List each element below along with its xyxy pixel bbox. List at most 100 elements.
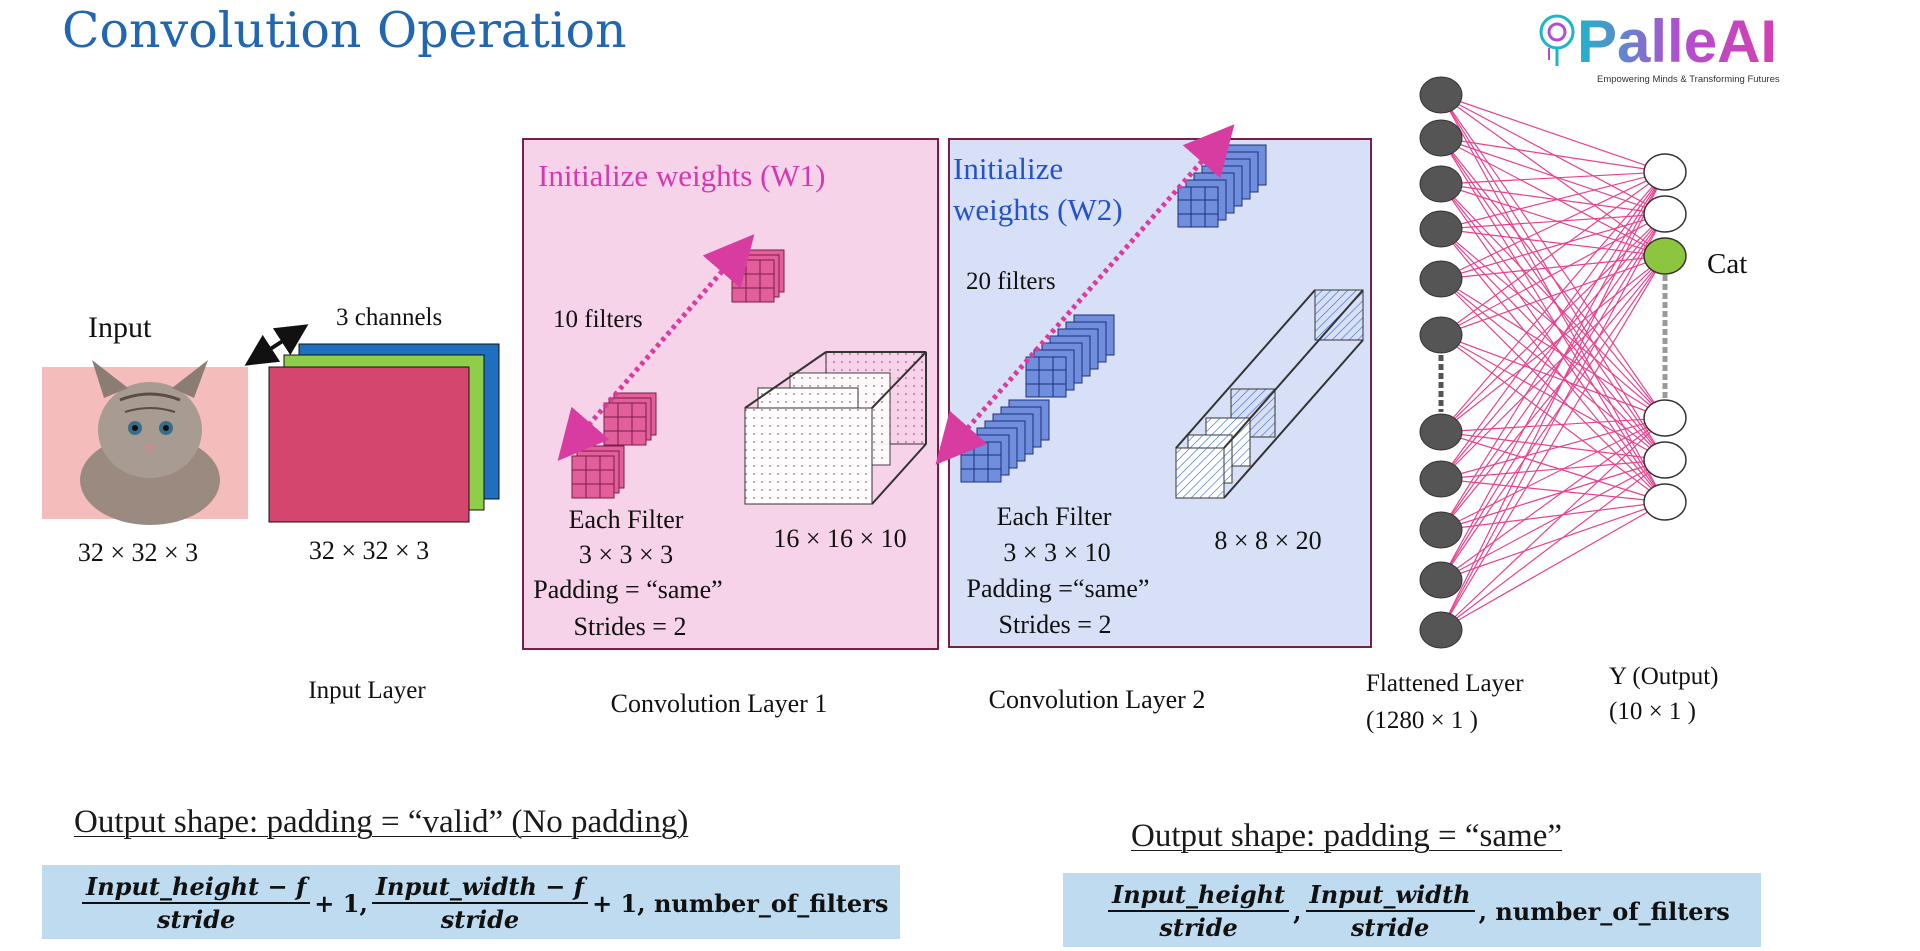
- conv2-weights-label: Initialize weights (W2): [953, 151, 1123, 227]
- connection-edge: [1440, 213, 1666, 531]
- conv1-filter-line-3: Padding = “same”: [533, 575, 723, 604]
- connection-edge: [1440, 278, 1666, 503]
- connection-edge: [1440, 171, 1666, 433]
- connection-edge: [1440, 255, 1666, 280]
- connection-edge: [1440, 171, 1666, 280]
- height-fraction: Input_height − f stride: [82, 872, 311, 934]
- connection-edge: [1440, 213, 1666, 336]
- pallea-logo: PalleAI Empowering Minds & Transforming …: [1539, 8, 1780, 85]
- connection-edge: [1440, 255, 1666, 581]
- connection-edge: [1440, 501, 1666, 631]
- conv1-filter-line-4: Strides = 2: [573, 612, 687, 641]
- conv1-output-volume: [744, 351, 927, 505]
- connection-edge: [1440, 171, 1666, 631]
- same-height-fraction: Input_height stride: [1108, 880, 1290, 942]
- connection-edge: [1440, 137, 1666, 419]
- conv2-filter-line-4: Strides = 2: [998, 610, 1112, 639]
- connection-edge: [1440, 183, 1666, 215]
- same-width-denominator: stride: [1350, 913, 1430, 942]
- connection-edge: [1440, 137, 1666, 503]
- connection-edge: [1440, 137, 1666, 461]
- valid-padding-heading: Output shape: padding = “valid” (No padd…: [74, 804, 689, 840]
- connection-edge: [1440, 171, 1666, 230]
- conv1-filter-line-1: Each Filter: [568, 505, 684, 534]
- connection-edge: [1440, 213, 1666, 631]
- formula-tail: + 1, number_of_filters: [592, 888, 889, 918]
- logo-tagline: Empowering Minds & Transforming Futures: [1597, 74, 1780, 85]
- connection-edge: [1440, 431, 1666, 461]
- flattened-node: [1419, 561, 1463, 599]
- flattened-node: [1419, 316, 1463, 354]
- connection-edge: [1440, 94, 1666, 419]
- fully-connected-edges: [1440, 94, 1666, 631]
- connection-edge: [1440, 417, 1666, 433]
- connection-edge: [1440, 459, 1666, 631]
- flattened-node: [1419, 460, 1463, 498]
- input-dims: 32 × 32 × 3: [77, 538, 199, 567]
- output-layer-nodes: [1643, 153, 1687, 521]
- connection-edge: [1440, 213, 1666, 480]
- conv1-filters-arrow: [557, 234, 755, 461]
- width-denominator: stride: [440, 905, 520, 934]
- plus-one-term: + 1,: [314, 888, 368, 918]
- output-name: Y (Output): [1609, 663, 1719, 690]
- height-denominator: stride: [156, 905, 236, 934]
- input-label: Input: [88, 311, 152, 344]
- input-layer-name: Input Layer: [308, 677, 426, 704]
- flattened-node: [1419, 76, 1463, 114]
- logo-text: PalleAI: [1577, 8, 1777, 75]
- conv2-filters-arrow: [935, 124, 1235, 465]
- page-title: Convolution Operation: [62, 2, 627, 59]
- connection-edge: [1440, 255, 1666, 433]
- connection-edge: [1440, 417, 1666, 631]
- connection-edge: [1440, 278, 1666, 461]
- flattened-node: [1419, 210, 1463, 248]
- connection-edge: [1440, 137, 1666, 173]
- connection-edge: [1440, 255, 1666, 531]
- conv2-output-volume: [1175, 289, 1364, 499]
- connection-edge: [1440, 171, 1666, 531]
- connection-edge: [1440, 255, 1666, 631]
- same-comma: ,: [1293, 896, 1302, 926]
- width-fraction: Input_width − f stride: [371, 872, 589, 934]
- conv2-filter-line-3: Padding =“same”: [966, 574, 1150, 603]
- conv2-filter-top: [1177, 144, 1267, 228]
- output-dims: (10 × 1 ): [1609, 698, 1696, 725]
- flattened-node: [1419, 165, 1463, 203]
- connection-edge: [1440, 183, 1666, 461]
- conv1-filter-stack: [571, 392, 657, 499]
- connection-edge: [1440, 137, 1666, 257]
- connection-edge: [1440, 171, 1666, 336]
- flattened-layer-nodes: [1419, 76, 1463, 649]
- connection-edge: [1440, 255, 1666, 336]
- connection-edge: [1440, 183, 1666, 503]
- output-node-active: [1643, 237, 1687, 275]
- connection-edge: [1440, 183, 1666, 419]
- connection-edge: [1440, 278, 1666, 419]
- connection-edge: [1440, 459, 1666, 480]
- connection-edge: [1440, 228, 1666, 257]
- conv2-output-dims: 8 × 8 × 20: [1214, 526, 1322, 555]
- same-width-fraction: Input_width stride: [1305, 880, 1475, 942]
- output-node: [1643, 399, 1687, 437]
- channels-label: 3 channels: [336, 304, 443, 331]
- conv2-filter-stack: [960, 314, 1115, 483]
- connection-edge: [1440, 183, 1666, 257]
- output-node: [1643, 483, 1687, 521]
- flattened-node: [1419, 511, 1463, 549]
- flattened-node: [1419, 413, 1463, 451]
- same-width-numerator: Input_width: [1305, 880, 1475, 912]
- connection-edge: [1440, 213, 1666, 230]
- same-padding-formula: Input_height stride , Input_width stride…: [1108, 876, 1734, 946]
- input-layer-channels: [268, 343, 500, 523]
- connection-edge: [1440, 213, 1666, 280]
- same-padding-heading: Output shape: padding = “same”: [1131, 818, 1562, 854]
- conv2-name: Convolution Layer 2: [988, 685, 1206, 714]
- flattened-name: Flattened Layer: [1366, 670, 1524, 697]
- conv1-filter-small-top: [731, 249, 785, 303]
- cat-photo: [42, 360, 248, 525]
- conv1-filter-line-2: 3 × 3 × 3: [578, 540, 674, 569]
- output-node: [1643, 441, 1687, 479]
- flattened-node: [1419, 611, 1463, 649]
